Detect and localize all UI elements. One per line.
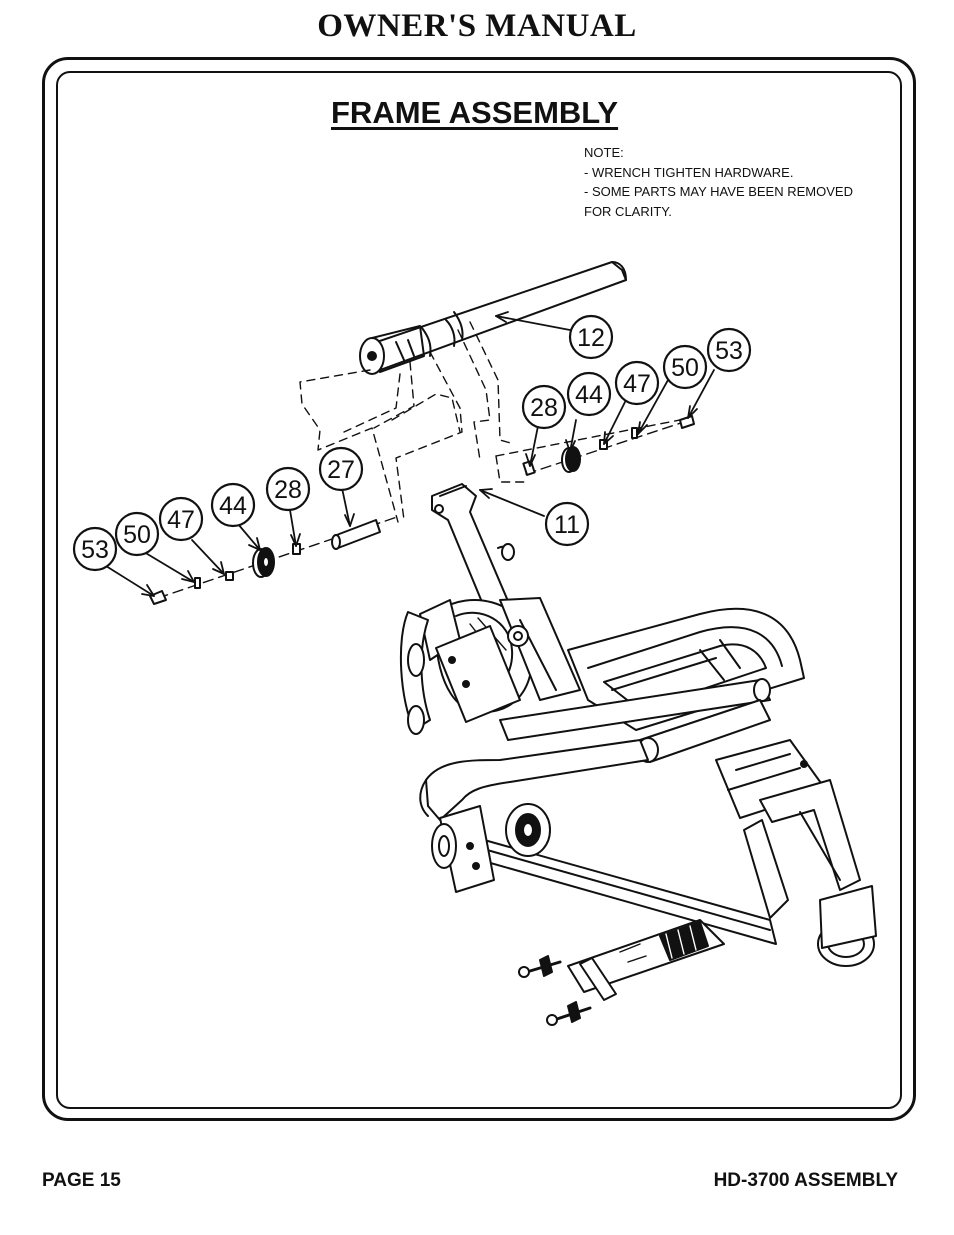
note-line: - SOME PARTS MAY HAVE BEEN REMOVED [584,184,853,199]
callout-labels: 12 53 50 47 44 28 11 27 28 44 47 50 53 [81,324,743,564]
callout-28-right: 28 [530,394,558,422]
callout-11: 11 [554,511,580,539]
callout-circles [72,314,752,572]
callout-12: 12 [577,324,605,352]
assembly-note: NOTE: - WRENCH TIGHTEN HARDWARE. - SOME … [584,143,853,221]
page-border-inner [56,71,902,1109]
main-frame [399,597,877,1026]
model-assembly-label: HD-3700 ASSEMBLY [713,1170,898,1191]
note-line: - WRENCH TIGHTEN HARDWARE. [584,164,794,180]
callout-28-left: 28 [274,476,302,504]
callout-50-right: 50 [671,354,699,382]
callout-50-left: 50 [123,521,151,549]
callout-44-left: 44 [219,492,247,520]
page-border-outer [42,57,916,1121]
callout-27: 27 [327,456,355,484]
section-title: FRAME ASSEMBLY [331,95,619,130]
alignment-lines-12 [299,321,691,523]
note-line: NOTE: [584,145,624,160]
callout-47-left: 47 [167,506,195,534]
callout-44-right: 44 [575,381,603,409]
left-hardware-stack [149,515,401,605]
callout-53-left: 53 [81,536,109,564]
leader-lines [105,311,715,597]
manual-title: OWNER'S MANUAL [317,8,637,44]
callout-47-right: 47 [623,370,651,398]
page-number: PAGE 15 [42,1170,121,1191]
callout-53-right: 53 [715,337,743,365]
note-line: FOR CLARITY. [584,203,672,219]
